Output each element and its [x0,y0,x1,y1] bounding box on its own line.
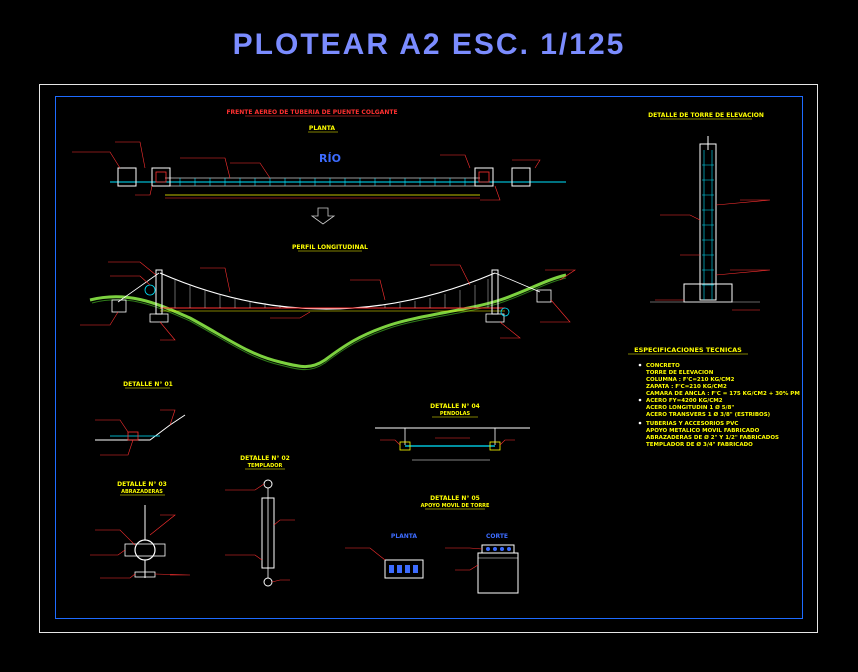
spec-line: CONCRETO [646,363,680,369]
tower-elevation-view: DETALLE DE TORRE DE ELEVACION [648,112,771,311]
detail-05-heading: DETALLE N° 05 [430,495,480,502]
spec-line: ACERO LONGITUDIN 1 Ø 5/8" [646,404,734,411]
spec-line: ACERO TRANSVERS 1 Ø 3/8" (ESTRIBOS) [646,411,771,418]
detail-02: DETALLE N° 02 TEMPLADOR [225,455,295,587]
detail-03: DETALLE N° 03 ABRAZADERAS [90,481,191,579]
main-cable [159,272,496,310]
river-label: RÍO [319,152,341,165]
detail-05-planta: PLANTA [391,533,418,540]
tower-heading: DETALLE DE TORRE DE ELEVACION [648,112,764,119]
detail-05-subheading: APOYO MOVIL DE TORRE [421,503,490,509]
frente-heading: FRENTE AEREO DE TUBERIA DE PUENTE COLGAN… [226,109,397,116]
spec-line: TUBERIAS Y ACCESORIOS PVC [646,421,738,427]
detail-02-subheading: TEMPLADOR [248,463,283,469]
spec-line: APOYO METALICO MOVIL FABRICADO [646,428,760,434]
perfil-heading: PERFIL LONGITUDINAL [292,244,368,251]
planta-heading: PLANTA [309,125,336,132]
detail-04: DETALLE N° 04 PENDOLAS [375,403,530,461]
specs-title: ESPECIFICACIONES TECNICAS [634,346,742,354]
perfil-view: PERFIL LONGITUDINAL [80,244,576,371]
spec-line: COLUMNA : F'C=210 KG/CM2 [646,377,735,383]
specs-block: ESPECIFICACIONES TECNICAS CONCRETO TORRE… [628,346,800,448]
sheet-border [39,84,818,633]
detail-03-subheading: ABRAZADERAS [121,489,163,495]
spec-line: TORRE DE ELEVACION [646,370,714,376]
drawing-frame [55,96,803,619]
spec-line: ACERO FY=4200 KG/CM2 [646,398,723,404]
terrain-profile [89,273,567,369]
arrow-down-icon [310,207,336,225]
detail-04-subheading: PENDOLAS [440,411,471,417]
spec-line: TEMPLADOR DE Ø 3/4" FABRICADO [646,441,753,448]
detail-05-corte: CORTE [486,533,508,540]
detail-01: DETALLE N° 01 [95,381,186,456]
detail-04-heading: DETALLE N° 04 [430,403,480,410]
planta-view: FRENTE AEREO DE TUBERIA DE PUENTE COLGAN… [72,109,566,225]
sheet-title: PLOTEAR A2 ESC. 1/125 [232,28,626,61]
detail-02-heading: DETALLE N° 02 [240,455,290,462]
detail-05: DETALLE N° 05 APOYO MOVIL DE TORRE PLANT… [345,495,519,594]
spec-line: ZAPATA : F'C=210 KG/CM2 [646,384,727,390]
detail-01-heading: DETALLE N° 01 [123,381,173,388]
detail-03-heading: DETALLE N° 03 [117,481,167,488]
spec-line: ABRAZADERAS DE Ø 2" Y 1/2" FABRICADOS [646,434,779,441]
spec-line: CAMARA DE ANCLA : F'C = 175 KG/CM2 + 30%… [646,391,800,397]
